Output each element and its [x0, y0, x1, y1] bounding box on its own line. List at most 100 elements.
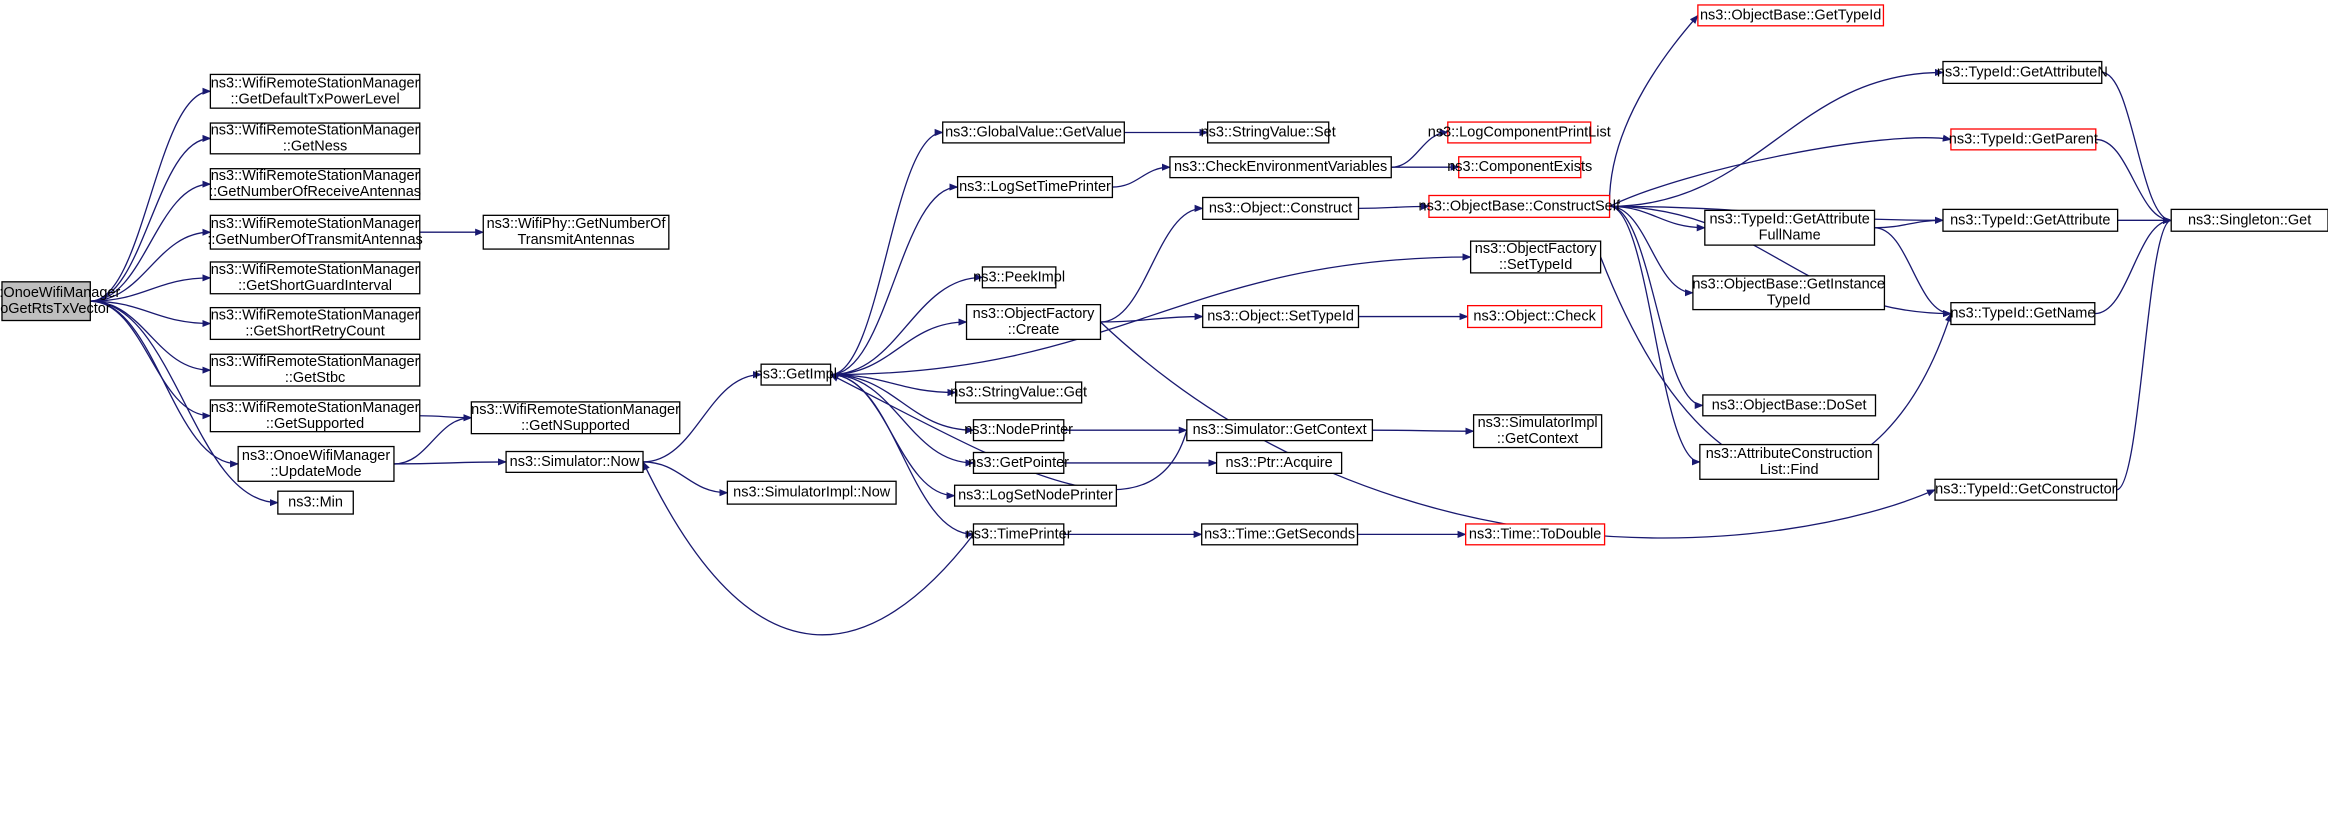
- edge-tp-to-simnow: [642, 461, 974, 636]
- node-pacq[interactable]: ns3::Ptr::Acquire: [1215, 451, 1343, 474]
- edge-getimpl-to-gvgv: [830, 128, 944, 376]
- node-label: ns3::WifiRemoteStationManager: [211, 75, 420, 91]
- node-gptr[interactable]: ns3::GetPointer: [968, 451, 1069, 474]
- node-gsrc[interactable]: ns3::WifiRemoteStationManager::GetShortR…: [209, 306, 421, 341]
- node-tgan[interactable]: ns3::TypeId::GetAttributeN: [1937, 60, 2108, 85]
- node-box: [1467, 304, 1603, 329]
- node-tga[interactable]: ns3::TypeId::GetAttribute: [1942, 208, 2119, 232]
- edge-sgc-to-getimpl: [829, 374, 1188, 491]
- node-wpgnta[interactable]: ns3::WifiPhy::GetNumberOfTransmitAntenna…: [482, 214, 670, 250]
- node-label: ns3::GetImpl: [755, 367, 837, 383]
- node-ofc[interactable]: ns3::ObjectFactory::Create: [965, 303, 1102, 341]
- node-label: ::SetTypeId: [1499, 257, 1572, 273]
- node-box: [1697, 4, 1885, 27]
- node-svget[interactable]: ns3::StringValue::Get: [950, 381, 1087, 404]
- node-getimpl[interactable]: ns3::GetImpl: [755, 363, 837, 386]
- node-root[interactable]: ns3::OnoeWifiManager::DoGetRtsTxVector: [0, 281, 120, 322]
- node-label: ::GetNSupported: [521, 418, 630, 434]
- node-label: ns3::OnoeWifiManager: [0, 285, 120, 301]
- node-label: ns3::SimulatorImpl: [1478, 415, 1598, 431]
- node-label: ::GetNess: [283, 138, 347, 154]
- node-box: [209, 122, 421, 155]
- node-gnta[interactable]: ns3::WifiRemoteStationManager::GetNumber…: [207, 214, 423, 250]
- node-lstp[interactable]: ns3::LogSetTimePrinter: [956, 175, 1114, 199]
- node-gnra[interactable]: ns3::WifiRemoteStationManager::GetNumber…: [209, 168, 421, 201]
- node-sgc[interactable]: ns3::Simulator::GetContext: [1186, 419, 1374, 442]
- node-cex[interactable]: ns3::ComponentExists: [1447, 156, 1592, 179]
- edge-root-to-gsgi: [90, 274, 212, 302]
- node-simnow[interactable]: ns3::Simulator::Now: [505, 450, 644, 473]
- node-sigc[interactable]: ns3::SimulatorImpl::GetContext: [1472, 414, 1603, 449]
- edge-getimpl-to-tp: [830, 373, 975, 538]
- node-obds[interactable]: ns3::ObjectBase::DoSet: [1702, 394, 1877, 417]
- edge-getimpl-to-np: [830, 373, 975, 434]
- node-min[interactable]: ns3::Min: [277, 490, 354, 515]
- node-ocon[interactable]: ns3::Object::Construct: [1202, 196, 1360, 220]
- node-label: ns3::SimulatorImpl::Now: [733, 485, 891, 501]
- node-box: [953, 484, 1118, 507]
- node-obgt[interactable]: ns3::ObjectBase::GetTypeId: [1697, 4, 1885, 27]
- edge-tgan-to-sget: [2101, 71, 2173, 224]
- node-tp[interactable]: ns3::TimePrinter: [966, 523, 1072, 546]
- node-siminow[interactable]: ns3::SimulatorImpl::Now: [726, 480, 897, 505]
- edge-obcs-to-obds: [1609, 205, 1704, 409]
- edge-upd-to-gnsup: [393, 414, 473, 465]
- node-gsgi[interactable]: ns3::WifiRemoteStationManager::GetShortG…: [209, 261, 421, 295]
- edge-obcs-to-tgan: [1609, 68, 1944, 208]
- node-box: [470, 401, 681, 435]
- edge-getimpl-to-gptr: [830, 373, 975, 467]
- node-tgs[interactable]: ns3::Time::GetSeconds: [1201, 523, 1359, 546]
- node-sget[interactable]: ns3::Singleton::Get: [2170, 208, 2328, 232]
- node-box: [209, 399, 421, 433]
- node-tgc[interactable]: ns3::TypeId::GetConstructor: [1934, 478, 2118, 501]
- node-obcs[interactable]: ns3::ObjectBase::ConstructSelf: [1419, 194, 1621, 218]
- node-gness[interactable]: ns3::WifiRemoteStationManager::GetNess: [209, 122, 421, 155]
- node-label: TypeId: [1767, 293, 1811, 309]
- node-svset[interactable]: ns3::StringValue::Set: [1201, 121, 1336, 144]
- node-tgp[interactable]: ns3::TypeId::GetParent: [1949, 128, 2098, 151]
- node-upd[interactable]: ns3::OnoeWifiManager::UpdateMode: [237, 445, 395, 482]
- node-cev[interactable]: ns3::CheckEnvironmentVariables: [1169, 156, 1392, 179]
- node-label: TransmitAntennas: [517, 232, 634, 248]
- node-lsnp[interactable]: ns3::LogSetNodePrinter: [953, 484, 1118, 507]
- edge-cev-to-lcpl: [1391, 128, 1449, 168]
- node-label: ns3::WifiRemoteStationManager: [211, 354, 420, 370]
- node-box: [1472, 414, 1603, 449]
- edge-ofc-to-ocon: [1100, 204, 1204, 323]
- nodes-layer: ns3::OnoeWifiManager::DoGetRtsTxVectorns…: [0, 4, 2328, 546]
- node-box: [1447, 121, 1592, 144]
- node-label: ns3::TypeId::GetAttributeN: [1937, 64, 2108, 80]
- node-label: ::DoGetRtsTxVector: [0, 301, 111, 317]
- node-box: [1186, 419, 1374, 442]
- node-label: ::GetContext: [1497, 431, 1578, 447]
- node-box: [1458, 156, 1582, 179]
- node-gvgv[interactable]: ns3::GlobalValue::GetValue: [942, 121, 1125, 144]
- node-gnsup[interactable]: ns3::WifiRemoteStationManager::GetNSuppo…: [470, 401, 681, 435]
- node-gstbc[interactable]: ns3::WifiRemoteStationManager::GetStbc: [209, 353, 421, 387]
- node-box: [972, 419, 1065, 442]
- node-tgn[interactable]: ns3::TypeId::GetName: [1950, 302, 2096, 326]
- node-label: ns3::ObjectFactory: [1475, 241, 1597, 257]
- node-ttd[interactable]: ns3::Time::ToDouble: [1465, 523, 1606, 546]
- node-ochk[interactable]: ns3::Object::Check: [1467, 304, 1603, 329]
- node-label: ns3::LogSetNodePrinter: [958, 488, 1113, 504]
- node-label: ns3::WifiRemoteStationManager: [211, 262, 420, 278]
- node-gsup[interactable]: ns3::WifiRemoteStationManager::GetSuppor…: [209, 399, 421, 433]
- node-label: ns3::ObjectBase::GetTypeId: [1700, 7, 1881, 23]
- node-ost[interactable]: ns3::Object::SetTypeId: [1202, 304, 1360, 329]
- node-np[interactable]: ns3::NodePrinter: [964, 419, 1073, 442]
- node-box: [209, 306, 421, 341]
- node-box: [1428, 194, 1611, 218]
- node-label: ns3::Simulator::GetContext: [1193, 422, 1367, 438]
- node-ofst[interactable]: ns3::ObjectFactory::SetTypeId: [1469, 240, 1602, 274]
- node-label: ns3::TypeId::GetParent: [1949, 131, 2098, 147]
- node-peek[interactable]: ns3::PeekImpl: [973, 266, 1065, 289]
- node-box: [726, 480, 897, 505]
- node-gdtpl[interactable]: ns3::WifiRemoteStationManager::GetDefaul…: [209, 73, 421, 109]
- node-box: [1, 281, 91, 322]
- node-lcpl[interactable]: ns3::LogComponentPrintList: [1428, 121, 1611, 144]
